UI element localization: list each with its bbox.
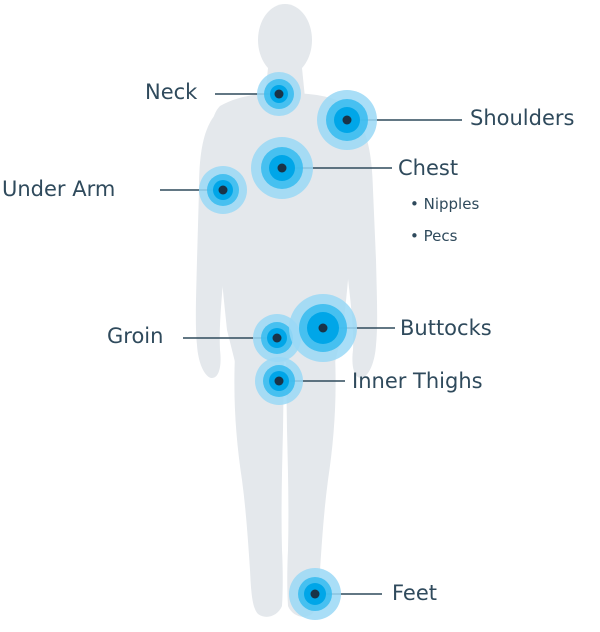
region-markers bbox=[160, 72, 462, 620]
silhouette-left-leg bbox=[234, 355, 284, 617]
silhouette-right-arm bbox=[340, 108, 378, 379]
label-neck: Neck bbox=[145, 80, 198, 104]
label-buttocks: Buttocks bbox=[400, 316, 492, 340]
marker-shoulders bbox=[317, 90, 462, 150]
label-shoulders: Shoulders bbox=[470, 106, 574, 130]
marker-chest bbox=[251, 137, 392, 199]
label-inner-thighs: Inner Thighs bbox=[352, 369, 483, 393]
region-labels: Neck Shoulders Chest • Nipples • Pecs Un… bbox=[2, 80, 574, 605]
center-dot-shoulders bbox=[342, 115, 352, 125]
center-dot-groin bbox=[272, 333, 282, 343]
center-dot-under-arm bbox=[218, 185, 228, 195]
marker-feet bbox=[289, 568, 382, 620]
marker-neck bbox=[215, 72, 301, 116]
label-feet: Feet bbox=[392, 581, 437, 605]
silhouette-head bbox=[258, 4, 312, 76]
center-dot-chest bbox=[277, 163, 287, 173]
marker-inner-thighs bbox=[255, 357, 345, 405]
label-chest-pecs: • Pecs bbox=[410, 227, 458, 245]
center-dot-feet bbox=[310, 589, 320, 599]
silhouette-right-leg bbox=[286, 355, 336, 617]
marker-buttocks bbox=[289, 294, 395, 362]
label-under-arm: Under Arm bbox=[2, 177, 115, 201]
center-dot-neck bbox=[274, 89, 284, 99]
marker-groin bbox=[183, 314, 301, 362]
label-groin: Groin bbox=[107, 324, 163, 348]
center-dot-inner-thighs bbox=[274, 376, 284, 386]
center-dot-buttocks bbox=[318, 323, 328, 333]
label-chest-nipples: • Nipples bbox=[410, 195, 479, 213]
marker-under-arm bbox=[160, 166, 247, 214]
label-chest: Chest bbox=[398, 156, 458, 180]
